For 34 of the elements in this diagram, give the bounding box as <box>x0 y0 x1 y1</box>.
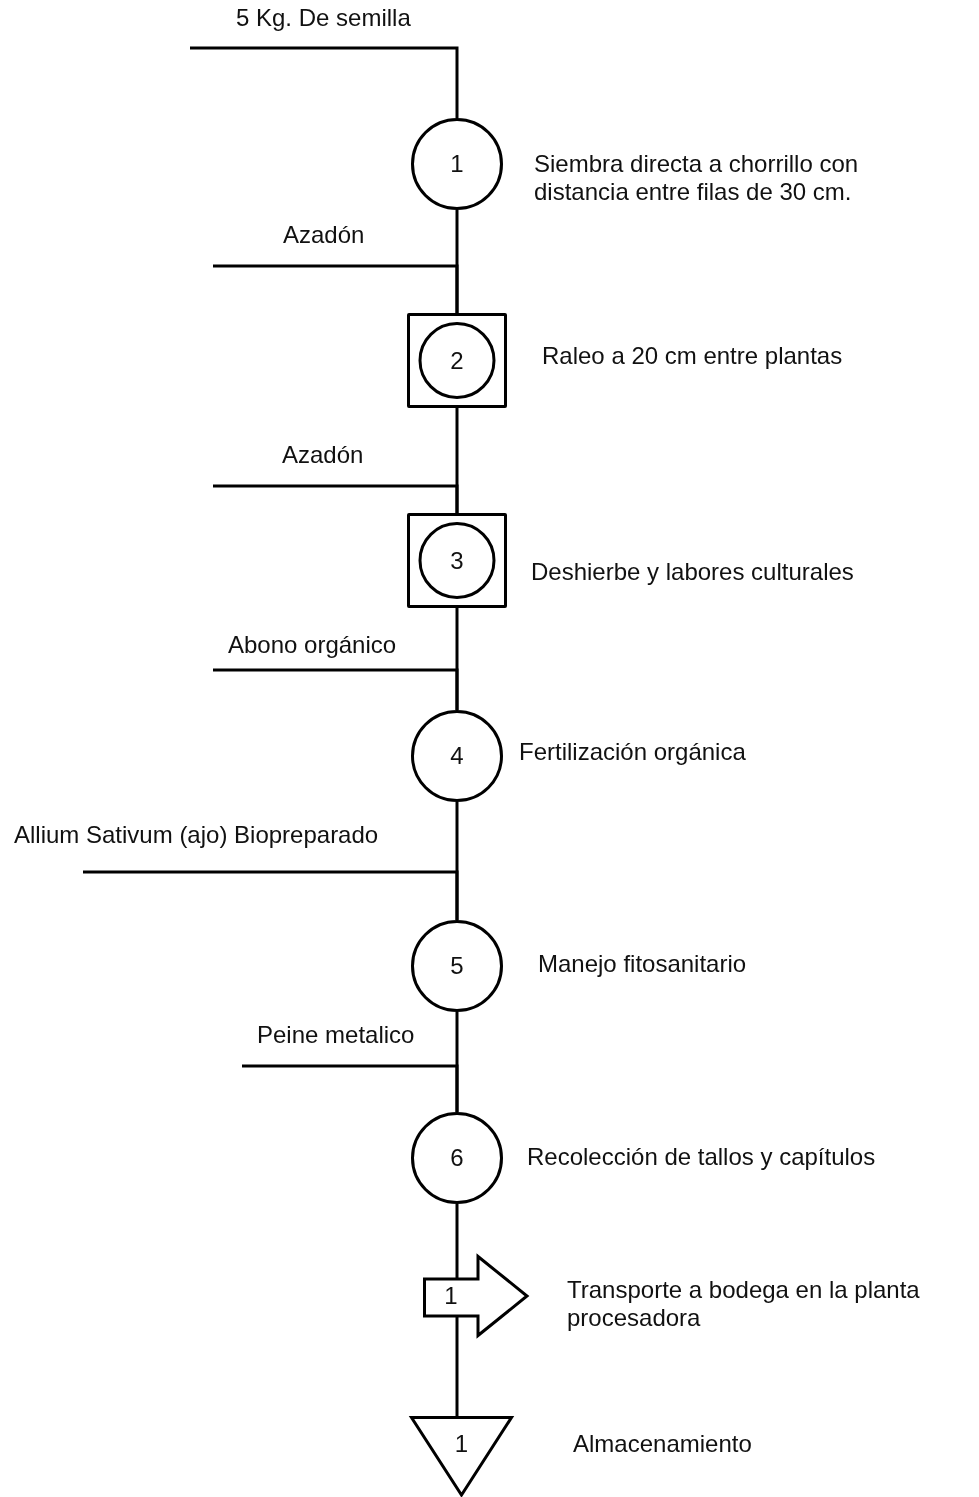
flow-line <box>83 870 459 920</box>
step-number: 1 <box>444 1284 458 1308</box>
flow-line <box>213 668 459 710</box>
step-number: 5 <box>450 954 464 978</box>
input-label: Peine metalico <box>257 1022 415 1049</box>
step-description: Transporte a bodega en la planta procesadora <box>567 1276 921 1332</box>
input-label: Azadón <box>283 222 365 249</box>
step-description: Manejo fitosanitario <box>538 950 748 978</box>
storage-triangle <box>410 1416 513 1496</box>
input-label: 5 Kg. De semilla <box>236 5 411 32</box>
step-description: Siembra directa a chorrillo con distancia entre filas de 30 cm. <box>534 150 860 206</box>
combined-operation-symbol <box>407 513 507 608</box>
flow-line <box>455 1204 459 1279</box>
input-label: Allium Sativum (ajo) Biopreparado <box>14 822 379 849</box>
flow-line <box>242 1064 459 1112</box>
combined-operation-symbol <box>407 313 507 408</box>
step-description: Deshierbe y labores culturales <box>531 558 855 586</box>
input-label: Azadón <box>282 442 364 469</box>
flow-line <box>213 264 459 313</box>
step-number: 3 <box>450 548 464 573</box>
step-description: Recolección de tallos y capítulos <box>527 1143 877 1171</box>
step-number: 1 <box>454 1432 469 1456</box>
flow-line <box>190 46 459 118</box>
step-number: 4 <box>450 744 464 768</box>
step-number: 1 <box>450 152 464 176</box>
flow-line <box>455 1316 459 1416</box>
step-description: Raleo a 20 cm entre plantas <box>542 342 844 370</box>
step-number: 6 <box>450 1146 464 1170</box>
flow-line <box>213 484 459 513</box>
step-number: 2 <box>450 348 464 373</box>
step-description: Fertilización orgánica <box>519 738 747 766</box>
input-label: Abono orgánico <box>228 632 397 659</box>
step-description: Almacenamiento <box>573 1430 753 1458</box>
transport-arrow <box>423 1255 529 1337</box>
